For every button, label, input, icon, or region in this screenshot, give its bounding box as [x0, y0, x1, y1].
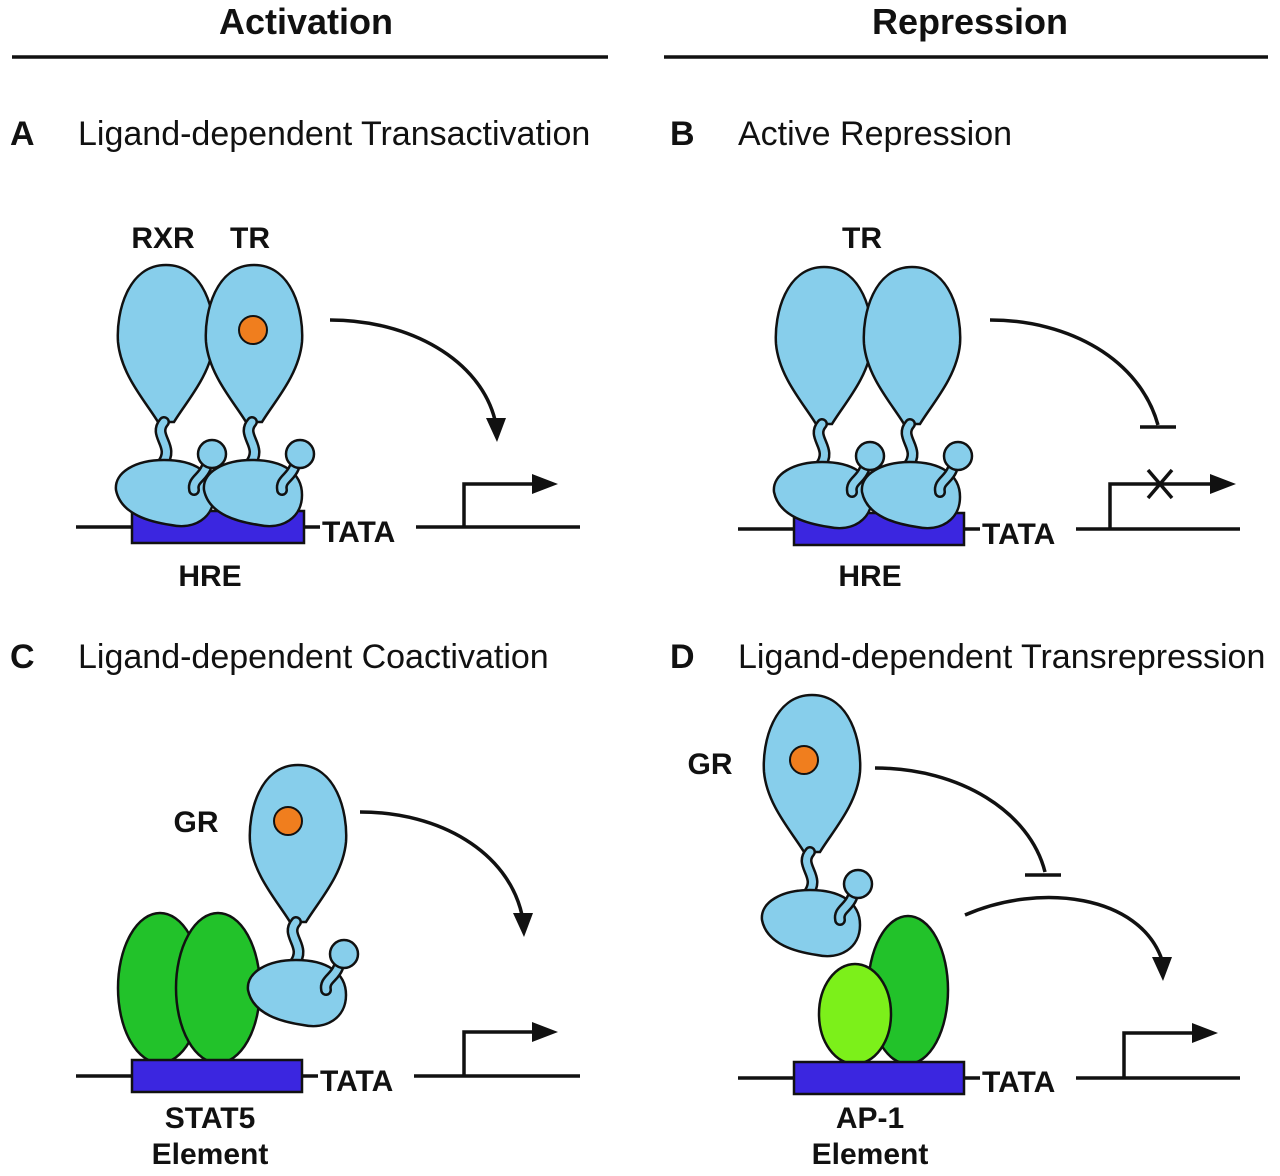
gr-receptor	[248, 765, 358, 1026]
activation-arrow	[329, 318, 497, 421]
repression-header: Repression	[872, 1, 1068, 42]
panel-a: A Ligand-dependent Transactivation RXR T…	[10, 115, 590, 593]
tata-label: TATA	[320, 1065, 393, 1098]
blocked-transcription-arrow	[1108, 482, 1212, 529]
ligand-icon	[238, 315, 268, 345]
tr-label: TR	[842, 222, 882, 255]
tr-label: TR	[230, 222, 270, 255]
hre-label: HRE	[178, 560, 241, 593]
panel-letter: A	[10, 115, 35, 153]
coactivation-arrow	[359, 810, 524, 916]
panel-letter: B	[670, 115, 695, 153]
transcription-start-arrow	[462, 482, 535, 527]
gr-label: GR	[688, 748, 733, 781]
ap1-label: AP-1	[836, 1102, 904, 1135]
element-label: Element	[812, 1138, 929, 1171]
transcription-start-arrow	[1122, 1031, 1195, 1078]
tata-label: TATA	[982, 518, 1055, 551]
panel-title: Ligand-dependent Transrepression	[738, 638, 1265, 676]
panel-title: Active Repression	[738, 115, 1012, 153]
ligand-icon	[273, 806, 303, 836]
panel-c: C Ligand-dependent Coactivation GR TATA …	[10, 638, 580, 1171]
tata-label: TATA	[982, 1066, 1055, 1099]
activation-header: Activation	[219, 1, 393, 42]
hre-label: HRE	[838, 560, 901, 593]
stat5-label: STAT5	[165, 1102, 256, 1135]
gr-receptor	[762, 695, 872, 956]
panel-letter: C	[10, 638, 35, 676]
ap1-monomer	[817, 962, 893, 1066]
panel-d: D Ligand-dependent Transrepression GR TA…	[670, 638, 1265, 1171]
tr-receptor	[862, 267, 972, 528]
element-label: Element	[152, 1138, 269, 1171]
stat5-element	[130, 1058, 304, 1094]
panel-title: Ligand-dependent Transactivation	[78, 115, 590, 153]
gr-label: GR	[174, 806, 219, 839]
panel-letter: D	[670, 638, 695, 676]
panel-title: Ligand-dependent Coactivation	[78, 638, 549, 676]
ap1-element	[792, 1060, 966, 1096]
panel-b: B Active Repression TR TATA HRE	[670, 115, 1240, 593]
transrepression-arrow	[874, 766, 1047, 873]
tata-label: TATA	[322, 516, 395, 549]
ap1-activation-arrow	[964, 895, 1164, 961]
transcription-start-arrow	[462, 1030, 535, 1076]
rxr-label: RXR	[131, 222, 195, 255]
repression-arrow	[989, 318, 1160, 426]
tr-receptor	[204, 265, 314, 526]
ligand-icon	[789, 745, 819, 775]
